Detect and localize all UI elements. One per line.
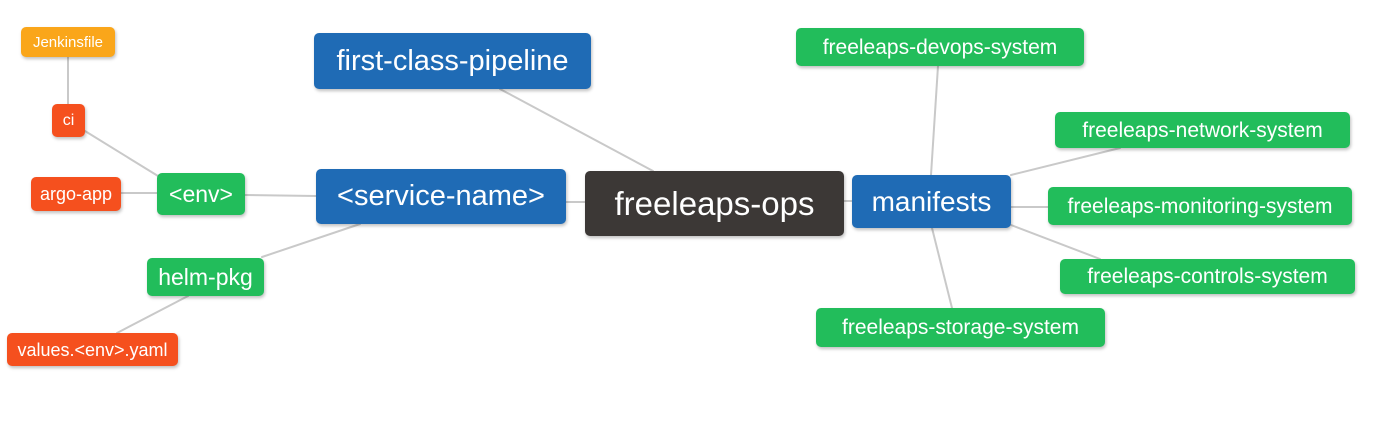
node-freeleaps-devops-system[interactable]: freeleaps-devops-system [796,28,1084,66]
edge-manifests-freeleaps-devops-system [930,65,939,176]
edge-helm-pkg-service-name [261,223,361,258]
node-service-name[interactable]: <service-name> [316,169,566,224]
node-freeleaps-storage-system[interactable]: freeleaps-storage-system [816,308,1105,347]
node-env[interactable]: <env> [157,173,245,215]
edge-manifests-freeleaps-controls-system [1010,224,1101,260]
node-helm-pkg[interactable]: helm-pkg [147,258,264,296]
edge-manifests-freeleaps-network-system [1010,147,1121,176]
node-manifests[interactable]: manifests [852,175,1011,228]
node-argo-app[interactable]: argo-app [31,177,121,211]
node-freeleaps-monitoring-system[interactable]: freeleaps-monitoring-system [1048,187,1352,225]
edge-manifests-freeleaps-storage-system [931,227,953,309]
edge-values-env-yaml-helm-pkg [116,295,189,334]
node-freeleaps-ops[interactable]: freeleaps-ops [585,171,844,236]
edge-ci-env [84,130,159,177]
node-freeleaps-controls-system[interactable]: freeleaps-controls-system [1060,259,1355,294]
node-values-env-yaml[interactable]: values.<env>.yaml [7,333,178,366]
edge-first-class-pipeline-freeleaps-ops [499,88,654,172]
edge-env-service-name [244,194,317,197]
node-jenkinsfile[interactable]: Jenkinsfile [21,27,115,57]
node-freeleaps-network-system[interactable]: freeleaps-network-system [1055,112,1350,148]
node-first-class-pipeline[interactable]: first-class-pipeline [314,33,591,89]
node-ci[interactable]: ci [52,104,85,137]
